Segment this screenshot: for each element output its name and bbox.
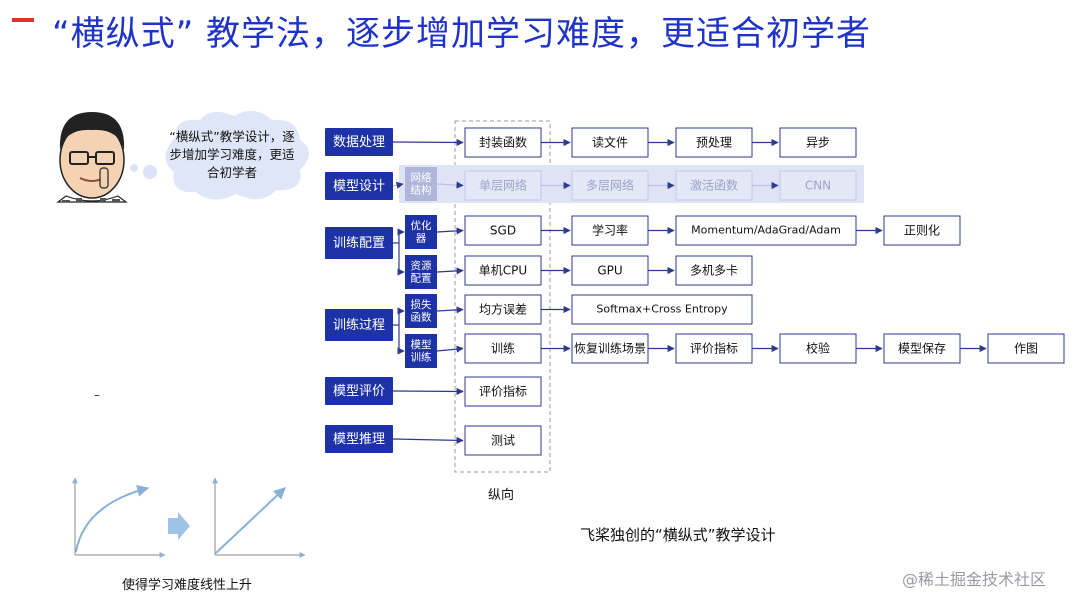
sub-category-node: 网络结构 xyxy=(405,167,437,201)
main-step-node: 训练配置 xyxy=(325,227,393,259)
process-node-label: 评价指标 xyxy=(690,340,738,355)
sub-category-label: 优化器 xyxy=(411,219,432,245)
sub-category-node: 损失函数 xyxy=(405,294,437,328)
connector-arrow xyxy=(436,227,464,235)
main-step-label: 数据处理 xyxy=(333,135,385,150)
chart-arrow-icon xyxy=(168,512,190,540)
process-node-label: 正则化 xyxy=(904,223,940,237)
process-node: 测试 xyxy=(464,425,542,456)
process-node-label: 模型保存 xyxy=(898,341,946,355)
diagram-caption: 飞桨独创的“横纵式”教学设计 xyxy=(580,526,776,544)
process-node-label: 校验 xyxy=(806,340,830,355)
main-step-node: 模型评价 xyxy=(325,377,393,405)
process-node-label: 恢复训练场景 xyxy=(574,340,646,355)
process-node-label: 评价指标 xyxy=(479,383,527,398)
process-node-label: 训练 xyxy=(491,340,515,355)
main-step-label: 训练过程 xyxy=(333,318,385,333)
process-node-label: 均方误差 xyxy=(479,301,527,316)
process-node-label: 预处理 xyxy=(696,135,732,149)
sub-category-label: 网络结构 xyxy=(411,171,432,197)
sub-category-label: 模型训练 xyxy=(411,338,432,364)
process-node: 正则化 xyxy=(883,215,961,246)
process-node-label: 作图 xyxy=(1014,341,1038,355)
sub-category-label: 损失函数 xyxy=(411,298,432,324)
process-node-label: 多机多卡 xyxy=(690,263,738,277)
connector-arrow xyxy=(436,181,464,189)
process-node: 评价指标 xyxy=(675,333,753,364)
process-node: CNN xyxy=(779,170,857,201)
process-node: 多层网络 xyxy=(571,170,649,201)
process-node-label: CNN xyxy=(805,178,831,192)
process-node-label: 封装函数 xyxy=(479,134,527,149)
sub-category-node: 资源配置 xyxy=(405,255,437,289)
process-node: 多机多卡 xyxy=(675,255,753,286)
process-node-label: 多层网络 xyxy=(586,177,634,192)
process-node-label: Momentum/AdaGrad/Adam xyxy=(691,224,841,237)
sub-category-node: 模型训练 xyxy=(405,334,437,368)
connector-arrow xyxy=(392,181,404,189)
sub-category-node: 优化器 xyxy=(405,215,437,249)
title-accent-dash xyxy=(12,18,34,22)
teacher-avatar xyxy=(56,112,128,203)
process-node: 异步 xyxy=(779,127,857,158)
connector-arrow xyxy=(436,306,464,314)
process-node: 封装函数 xyxy=(464,127,542,158)
main-step-node: 数据处理 xyxy=(325,128,393,156)
process-node: SGD xyxy=(464,215,542,246)
main-step-label: 模型评价 xyxy=(333,384,385,399)
process-node-label: 异步 xyxy=(806,135,830,149)
process-node: 激活函数 xyxy=(675,170,753,201)
dash-mark: – xyxy=(94,388,100,402)
sub-category-label: 资源配置 xyxy=(411,259,432,285)
process-node: 恢复训练场景 xyxy=(571,333,649,364)
process-node: 均方误差 xyxy=(464,294,542,325)
process-node: 预处理 xyxy=(675,127,753,158)
main-step-node: 模型设计 xyxy=(325,172,393,200)
main-step-label: 模型推理 xyxy=(333,432,385,447)
process-node-label: 学习率 xyxy=(592,222,628,237)
process-node: 训练 xyxy=(464,333,542,364)
page-title: “横纵式” 教学法，逐步增加学习难度，更适合初学者 xyxy=(52,14,872,54)
speech-bubble-text: “横纵式”教学设计，逐步增加学习难度，更适合初学者 xyxy=(169,129,295,180)
process-node: 评价指标 xyxy=(464,376,542,407)
process-node: 模型保存 xyxy=(883,333,961,364)
process-node-label: 测试 xyxy=(491,432,515,447)
watermark: @稀土掘金技术社区 xyxy=(902,570,1047,589)
connector-arrow xyxy=(436,267,464,275)
process-node: GPU xyxy=(571,255,649,286)
main-step-label: 模型设计 xyxy=(333,179,385,194)
connector-arrow xyxy=(392,436,464,444)
process-node: 作图 xyxy=(987,333,1065,364)
connector-arrow xyxy=(392,138,464,147)
thought-cloud xyxy=(130,110,309,200)
process-node: 读文件 xyxy=(571,127,649,158)
process-node-label: 激活函数 xyxy=(690,177,738,192)
main-step-label: 训练配置 xyxy=(333,236,385,251)
process-node: Softmax+Cross Entropy xyxy=(571,294,753,325)
connector-arrow xyxy=(436,345,464,353)
mini-chart-left xyxy=(72,477,166,558)
process-node-label: GPU xyxy=(597,263,622,277)
process-node-label: 单层网络 xyxy=(479,177,527,192)
vertical-dashed-column xyxy=(454,120,551,473)
main-step-node: 模型推理 xyxy=(325,425,393,453)
process-node: 单机CPU xyxy=(464,255,542,286)
chart-caption: 使得学习难度线性上升 xyxy=(122,578,253,593)
process-node-label: 读文件 xyxy=(592,134,628,149)
process-node: Momentum/AdaGrad/Adam xyxy=(675,215,857,246)
process-node: 校验 xyxy=(779,333,857,364)
connector-arrow xyxy=(392,387,464,396)
process-node-label: Softmax+Cross Entropy xyxy=(596,303,728,316)
process-node: 单层网络 xyxy=(464,170,542,201)
process-node-label: 单机CPU xyxy=(479,263,527,277)
main-step-node: 训练过程 xyxy=(325,309,393,341)
process-node-label: SGD xyxy=(490,223,516,237)
mini-chart-right xyxy=(212,477,306,558)
vertical-axis-label: 纵向 xyxy=(488,488,515,503)
process-node: 学习率 xyxy=(571,215,649,246)
